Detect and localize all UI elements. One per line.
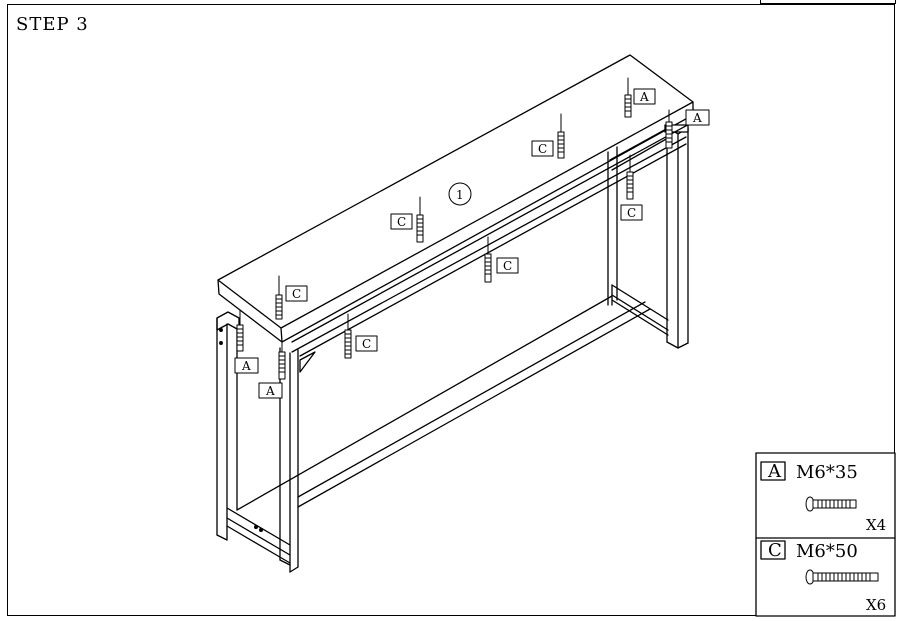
front-apron (291, 121, 694, 373)
legend-qty-c: X6 (866, 596, 886, 614)
back-frame (607, 127, 669, 306)
callout-c-label: C (627, 206, 636, 220)
page-frame (7, 4, 895, 616)
screw-icon (278, 338, 286, 380)
screw-icon (805, 569, 879, 585)
screw-icon (484, 236, 492, 283)
left-base-rails (226, 507, 291, 564)
callout-a-label: A (692, 111, 702, 125)
right-leg (664, 124, 689, 349)
screw-icon (416, 196, 424, 243)
screw-icon (344, 313, 352, 359)
callout-a-label: A (639, 90, 649, 104)
left-leg (216, 311, 240, 541)
screw-icon (275, 275, 283, 320)
screw-icon (626, 154, 634, 200)
callout-a-label: A (265, 384, 275, 398)
callout-c-label: C (397, 215, 406, 229)
callout-c-label: C (362, 337, 371, 351)
callout-c-label: C (538, 142, 547, 156)
screws (236, 77, 673, 380)
screw-icon (557, 113, 565, 159)
legend-spec-c: M6*50 (796, 541, 858, 562)
callout-c-label: C (503, 259, 512, 273)
screw-icon (624, 77, 632, 118)
screw-icon (805, 496, 857, 512)
screw-icon (236, 309, 244, 352)
legend-code-c: C (768, 540, 782, 561)
callout-boxes (234, 88, 710, 399)
step-title: STEP 3 (16, 14, 89, 35)
legend-spec-a: M6*35 (796, 462, 858, 483)
callout-c-label: C (292, 287, 301, 301)
right-base-rails (611, 284, 669, 336)
bottom-stretcher (236, 295, 651, 511)
legend-qty-a: X4 (866, 516, 886, 534)
callout-a-label: A (241, 359, 251, 373)
front-left-leg (279, 347, 299, 573)
legend-code-a: A (767, 461, 782, 482)
parts-legend (755, 452, 896, 617)
screw-icon (665, 109, 673, 149)
part-number-label: 1 (456, 188, 464, 202)
corner-tab (760, 0, 896, 4)
